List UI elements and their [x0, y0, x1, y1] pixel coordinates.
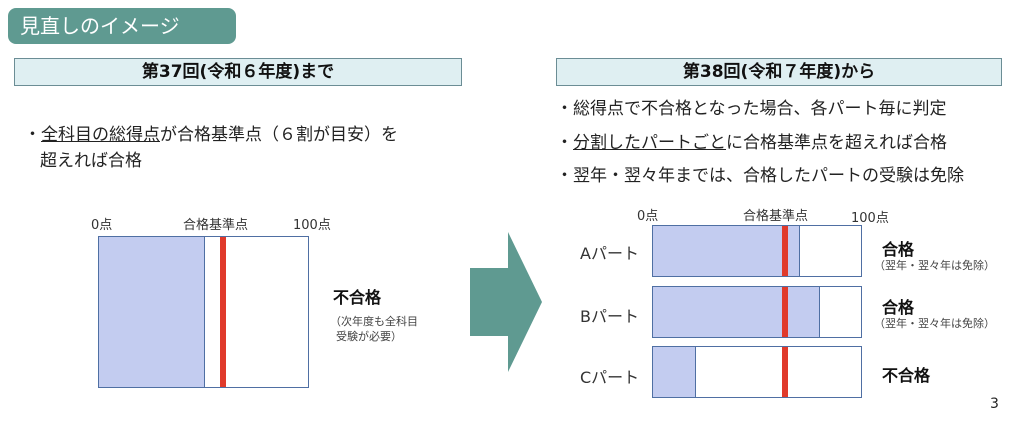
part-fill-c: [653, 347, 696, 397]
left-score-fill: [99, 237, 205, 387]
left-bullet-line2: 超えれば合格: [40, 151, 142, 171]
bullet-text: が合格基準点（６割が目安）を: [160, 125, 398, 145]
left-header: 第37回(令和６年度)まで: [14, 58, 462, 86]
row-result-a: 合格: [882, 240, 915, 259]
left-axis-passline: 合格基準点: [183, 218, 249, 233]
bullet-text: 翌年・翌々年までは、合格したパートの受験は免除: [573, 166, 964, 186]
row-note-a: （翌年・翌々年は免除）: [874, 259, 995, 272]
bullet-underlined: 全科目の総得点: [41, 125, 160, 145]
row-note-b: （翌年・翌々年は免除）: [874, 317, 995, 330]
right-bullet-3: ・翌年・翌々年までは、合格したパートの受験は免除: [556, 163, 964, 189]
part-pass-line-c: [782, 347, 788, 397]
bullet-underlined: 分割したパートごと: [573, 133, 726, 153]
left-axis-zero: 0点: [91, 218, 113, 233]
right-bullet-1: ・総得点で不合格となった場合、各パート毎に判定: [556, 96, 947, 122]
right-arrow-icon: [470, 232, 542, 372]
left-note-line2: 受験が必要）: [336, 330, 402, 343]
left-pass-line: [220, 237, 226, 387]
right-axis-hundred: 100点: [851, 211, 889, 226]
part-bar-b: [652, 286, 862, 338]
part-fill-b: [653, 287, 820, 337]
part-pass-line-a: [782, 226, 788, 276]
bullet-text: に合格基準点を超えれば合格: [726, 133, 947, 153]
bullet-marker: ・: [24, 125, 41, 145]
left-note-line1: （次年度も全科目: [330, 315, 418, 328]
bullet-marker: ・: [556, 133, 573, 153]
part-bar-c: [652, 346, 862, 398]
right-axis-zero: 0点: [637, 209, 659, 224]
part-bar-a: [652, 225, 862, 277]
section-tab: 見直しのイメージ: [8, 8, 236, 44]
left-score-bar: [98, 236, 309, 388]
left-axis-hundred: 100点: [293, 218, 331, 233]
bullet-text: 総得点で不合格となった場合、各パート毎に判定: [573, 99, 947, 119]
bullet-marker: ・: [556, 99, 573, 119]
row-label-a: Aパート: [580, 244, 639, 263]
left-result: 不合格: [333, 288, 382, 307]
page-number: 3: [990, 396, 999, 412]
right-header: 第38回(令和７年度)から: [556, 58, 1002, 86]
left-bullet: ・全科目の総得点が合格基準点（６割が目安）を: [24, 122, 464, 148]
row-label-c: Cパート: [580, 368, 640, 387]
part-pass-line-b: [782, 287, 788, 337]
row-result-c: 不合格: [882, 366, 931, 385]
row-label-b: Bパート: [580, 307, 639, 326]
bullet-marker: ・: [556, 166, 573, 186]
part-fill-a: [653, 226, 800, 276]
row-result-b: 合格: [882, 298, 915, 317]
right-bullet-2: ・分割したパートごとに合格基準点を超えれば合格: [556, 130, 947, 156]
right-axis-passline: 合格基準点: [743, 209, 809, 224]
